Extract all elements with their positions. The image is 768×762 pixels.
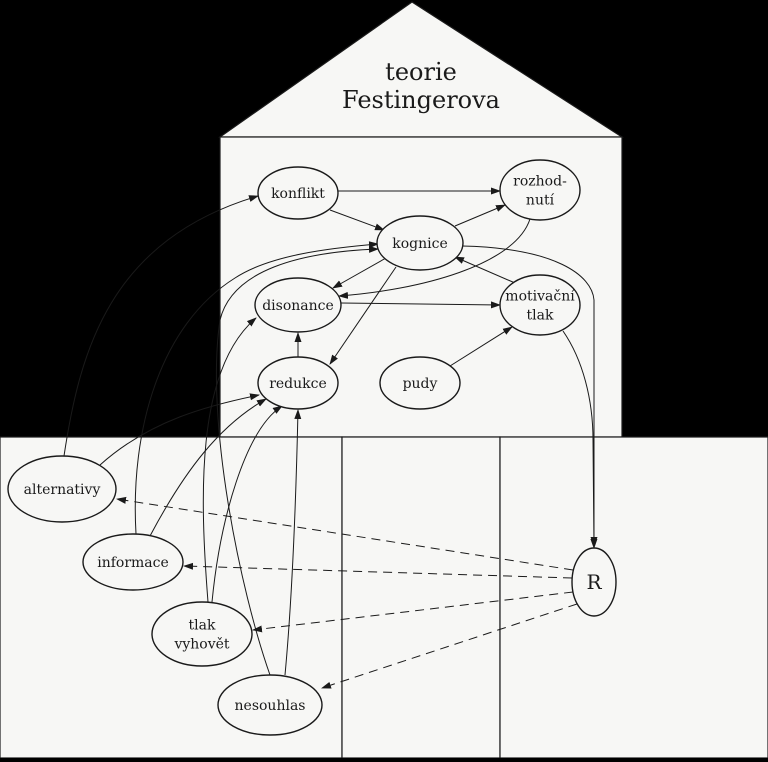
- edge-kognice-to-rozhodnuti: [454, 204, 506, 227]
- node-nesouhlas: nesouhlas: [217, 674, 323, 736]
- node-tlak-vyhovet-ellipse: [151, 601, 253, 667]
- node-rozhodnuti-ellipse: [499, 159, 581, 221]
- node-alternativy: alternativy: [7, 455, 117, 523]
- node-nesouhlas-label: nesouhlas: [235, 698, 306, 714]
- node-rozhodnuti-label: nutí: [526, 193, 555, 209]
- edge-rozhodnuti-to-disonance: [338, 218, 531, 299]
- edge-disonance-to-motivacni-tlak: [340, 301, 501, 309]
- title-line-1: teorie: [385, 58, 457, 86]
- node-informace-ellipse: [82, 533, 184, 591]
- title: teorie Festingerova: [342, 58, 500, 114]
- edges: [63, 187, 598, 689]
- node-tlak-vyhovet-label: tlak: [189, 618, 216, 634]
- edge-R-to-informace: [183, 562, 573, 579]
- node-nesouhlas-ellipse: [217, 674, 323, 736]
- lower-panel-right: [499, 436, 768, 759]
- node-kognice-label: kognice: [392, 236, 448, 252]
- node-rozhodnuti-label: rozhod-: [513, 174, 567, 190]
- node-kognice: kognice: [376, 215, 464, 271]
- title-line-2: Festingerova: [342, 86, 500, 114]
- edge-motivacni-tlak-to-kognice: [454, 256, 516, 284]
- node-motivacni-tlak-ellipse: [499, 274, 581, 336]
- edge-kognice-to-redukce: [329, 266, 397, 365]
- edge-tlak-vyhovet-to-disonance: [202, 317, 257, 603]
- lower-panel-middle: [341, 436, 501, 759]
- edge-tlak-vyhovet-to-redukce: [211, 405, 283, 603]
- node-redukce-label: redukce: [269, 376, 327, 392]
- node-tlak-vyhovet: tlak vyhovět: [151, 601, 253, 667]
- node-informace-label: informace: [97, 555, 169, 571]
- node-redukce: redukce: [257, 356, 339, 410]
- node-tlak-vyhovet-label: vyhovět: [173, 637, 229, 653]
- edge-nesouhlas-to-kognice: [215, 245, 379, 676]
- node-R-label: R: [586, 570, 602, 594]
- node-pudy-label: pudy: [403, 376, 438, 392]
- edge-alternativy-to-konflikt: [63, 195, 259, 457]
- node-konflikt-label: konflikt: [271, 186, 325, 202]
- edge-informace-to-redukce: [149, 398, 267, 537]
- edge-alternativy-to-redukce: [99, 393, 260, 466]
- node-rozhodnuti: rozhod-nutí: [499, 159, 581, 221]
- node-alternativy-label: alternativy: [24, 482, 101, 498]
- node-alternativy-ellipse: [7, 455, 117, 523]
- edge-informace-to-kognice: [134, 241, 379, 535]
- node-motivacni-tlak-label: tlak: [527, 308, 554, 324]
- node-pudy: pudy: [379, 356, 461, 410]
- node-pudy-ellipse: [379, 356, 461, 410]
- node-R: R: [571, 547, 617, 617]
- node-disonance-ellipse: [254, 277, 342, 333]
- node-konflikt: konflikt: [257, 166, 339, 220]
- node-redukce-ellipse: [257, 356, 339, 410]
- edge-konflikt-to-kognice: [329, 209, 385, 231]
- node-motivacni-tlak: motivační tlak: [499, 274, 581, 336]
- node-disonance: disonance: [254, 277, 342, 333]
- node-kognice-ellipse: [376, 215, 464, 271]
- edge-nesouhlas-to-redukce: [284, 409, 302, 676]
- edge-kognice-to-disonance: [332, 257, 387, 289]
- node-konflikt-ellipse: [257, 166, 339, 220]
- edge-motivacni-tlak-to-R: [562, 330, 598, 549]
- nodes: konflikt rozhod-nutí kognice disonance motiv…: [7, 159, 617, 736]
- edge-R-to-tlak-vyhovet: [252, 591, 574, 633]
- node-informace: informace: [82, 533, 184, 591]
- edge-R-to-alternativy: [116, 496, 574, 571]
- edge-pudy-to-motivacni-tlak: [449, 326, 513, 367]
- edge-kognice-to-R: [461, 245, 598, 547]
- node-disonance-label: disonance: [262, 298, 334, 314]
- node-motivacni-tlak-label: motivační: [505, 289, 575, 305]
- node-R-ellipse: [571, 547, 617, 617]
